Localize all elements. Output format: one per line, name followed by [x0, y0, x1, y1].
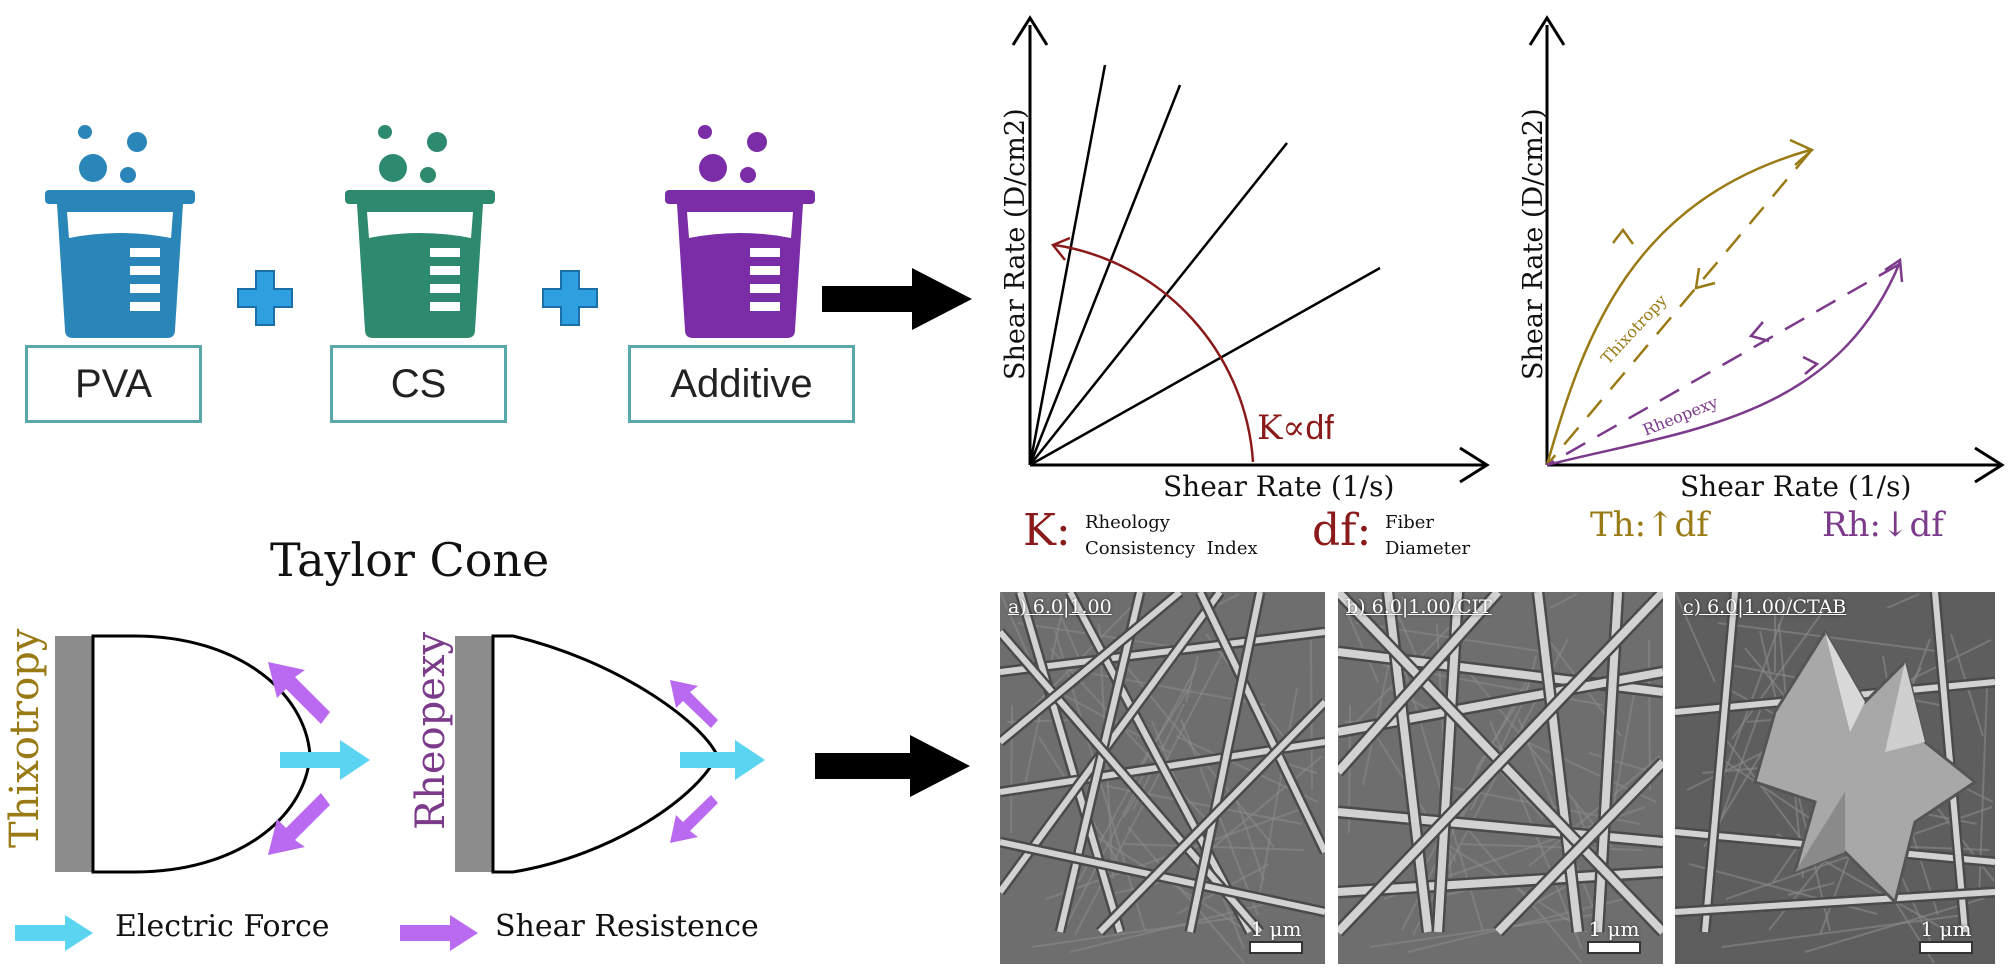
scale-bar: 1 μm [1579, 917, 1649, 954]
process-arrow-top [822, 268, 972, 330]
taylor-cone-title: Taylor Cone [270, 533, 550, 587]
scale-bar-label: 1 μm [1588, 917, 1640, 941]
chart-left-ylabel: Shear Rate (D/cm2) [1000, 108, 1031, 380]
scale-bar-label: 1 μm [1920, 917, 1972, 941]
thixotropy-side-label: Thixotropy [2, 628, 48, 848]
chart-thixotropy-rheopexy [1528, 15, 2005, 484]
rh-label: Rh: [1822, 505, 1881, 545]
scale-bar-line [1249, 941, 1303, 954]
thixotropy-effect: Th:↑df [1590, 505, 1709, 545]
th-effect-value: ↑df [1646, 505, 1709, 545]
ingredient-label: Additive [670, 361, 813, 406]
sem-image-label: a) 6.0|1.00 [1008, 596, 1112, 618]
sem-image-a: a) 6.0|1.00 1 μm [1000, 592, 1325, 964]
beaker-cs [345, 120, 495, 345]
df-symbol: df [1305, 409, 1334, 447]
chart-left-xlabel: Shear Rate (1/s) [1163, 470, 1395, 503]
sem-image-c: c) 6.0|1.00/CTAB 1 μm [1675, 592, 1995, 964]
k-definition-symbol: K: [1023, 505, 1071, 556]
k-prop-df-annotation: K∝df [1257, 408, 1334, 448]
force-arrows [268, 662, 765, 855]
scale-bar: 1 μm [1241, 917, 1311, 954]
label-box-cs: CS [330, 345, 507, 423]
rheopexy-effect: Rh:↓df [1822, 505, 1944, 545]
proportional-symbol: ∝ [1282, 408, 1306, 448]
rheopexy-side-label: Rheopexy [408, 631, 454, 830]
shear-resistence-label: Shear Resistence [495, 909, 759, 944]
scale-bar-line [1587, 941, 1641, 954]
ingredient-label: CS [390, 361, 447, 406]
df-definition-symbol: df: [1312, 505, 1372, 556]
k-symbol: K [1257, 408, 1283, 448]
th-label: Th: [1590, 505, 1647, 545]
plus-icon [235, 268, 295, 333]
chart-right-xlabel: Shear Rate (1/s) [1680, 470, 1912, 503]
beaker-additive [665, 120, 815, 345]
sem-image-label: c) 6.0|1.00/CTAB [1683, 596, 1847, 618]
sem-image-label: b) 6.0|1.00/CIT [1346, 596, 1492, 618]
plus-icon [540, 268, 600, 333]
taylor-cone-rheopexy [455, 634, 719, 874]
k-definition-line1: Rheology [1085, 512, 1170, 533]
label-box-additive: Additive [628, 345, 855, 423]
scale-bar-line [1919, 941, 1973, 954]
ingredient-label: PVA [74, 361, 153, 406]
df-definition-line1: Fiber [1385, 512, 1435, 533]
df-definition-line2: Diameter [1385, 538, 1471, 559]
beaker-pva [45, 120, 195, 345]
chart-consistency [1011, 15, 1490, 484]
electric-force-label: Electric Force [115, 909, 330, 944]
k-definition-line2: Consistency Index [1085, 538, 1258, 559]
sem-image-b: b) 6.0|1.00/CIT 1 μm [1338, 592, 1663, 964]
process-arrow-bottom [815, 735, 970, 797]
scale-bar: 1 μm [1911, 917, 1981, 954]
scale-bar-label: 1 μm [1250, 917, 1302, 941]
electric-force-icon [15, 915, 93, 951]
shear-resistence-icon [400, 915, 478, 951]
chart-right-ylabel: Shear Rate (D/cm2) [1518, 108, 1549, 380]
label-box-pva: PVA [25, 345, 202, 423]
rh-effect-value: ↓df [1880, 505, 1944, 545]
